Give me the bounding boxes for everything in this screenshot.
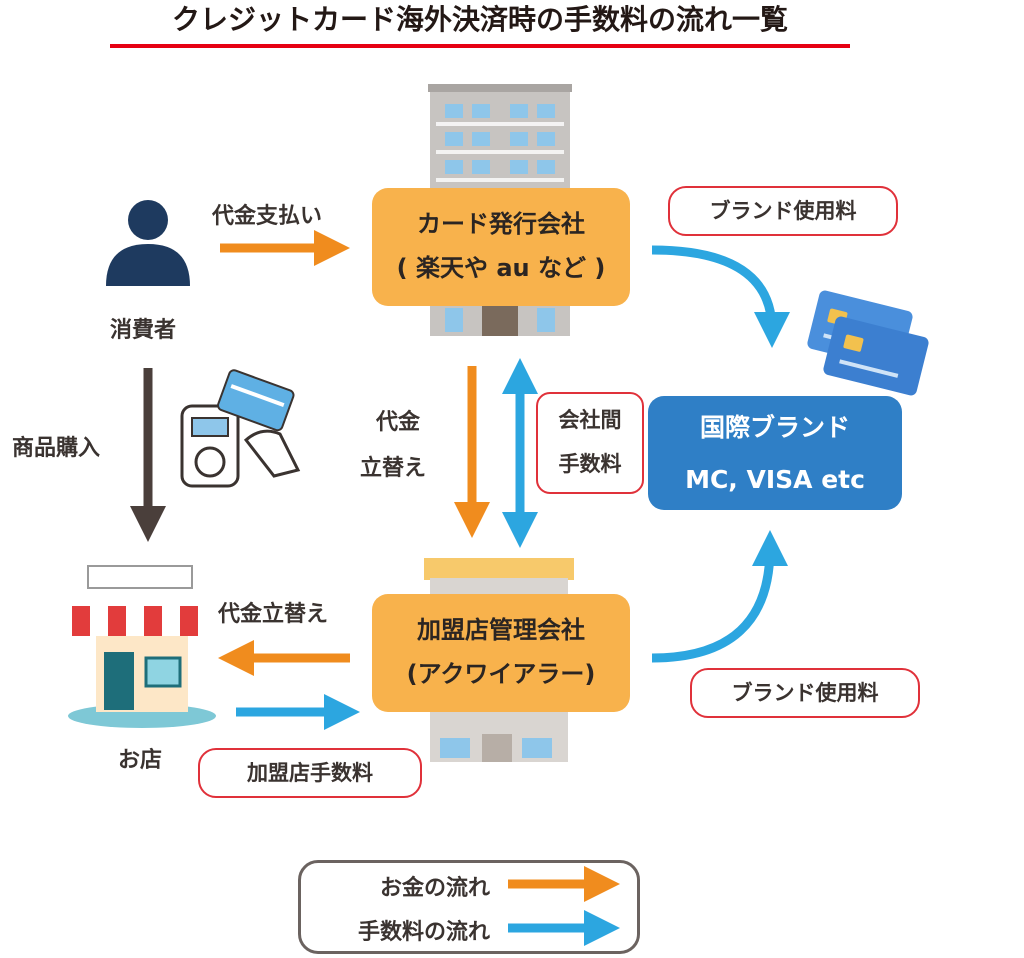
inter-fee-line2: 手数料 [558, 452, 622, 476]
issuer-name: カード発行会社 [417, 210, 585, 238]
advance-label-line1: 代金 [376, 410, 421, 435]
credit-cards-icon [807, 290, 929, 396]
brand-box: 国際ブランド MC, VISA etc [648, 396, 902, 510]
payment-label: 代金支払い [212, 204, 323, 229]
advance-label-line2: 立替え [360, 456, 427, 481]
issuer-examples: ( 楽天や au など ) [396, 254, 606, 282]
page-title: クレジットカード海外決済時の手数料の流れ一覧 [171, 3, 788, 36]
title-underline [110, 44, 850, 48]
shop-icon [68, 565, 216, 728]
consumer-label: 消費者 [110, 318, 177, 343]
brand-fee-tag-bottom: ブランド使用料 [690, 668, 920, 718]
shop-label: お店 [118, 748, 163, 773]
brand-fee-tag-top: ブランド使用料 [668, 186, 898, 236]
card-terminal-icon [180, 369, 301, 488]
inter-fee-line1: 会社間 [558, 408, 622, 432]
legend-money-label: お金の流れ [379, 876, 490, 901]
acquirer-name: 加盟店管理会社 [417, 616, 585, 644]
issuer-box: カード発行会社 ( 楽天や au など ) [372, 188, 630, 306]
merchant-fee-tag: 加盟店手数料 [198, 748, 422, 798]
acquirer-box: 加盟店管理会社 (アクワイアラー) [372, 594, 630, 712]
legend-box [298, 860, 640, 954]
brand-examples: MC, VISA etc [685, 465, 865, 494]
person-icon [106, 200, 190, 286]
purchase-label: 商品購入 [12, 436, 101, 461]
brand-name: 国際ブランド [699, 413, 850, 442]
acquirer-alias: (アクワイアラー) [406, 660, 596, 688]
legend-fee-label: 手数料の流れ [357, 920, 490, 945]
inter-company-fee-tag: 会社間 手数料 [536, 392, 644, 494]
shop-advance-label: 代金立替え [218, 602, 329, 627]
